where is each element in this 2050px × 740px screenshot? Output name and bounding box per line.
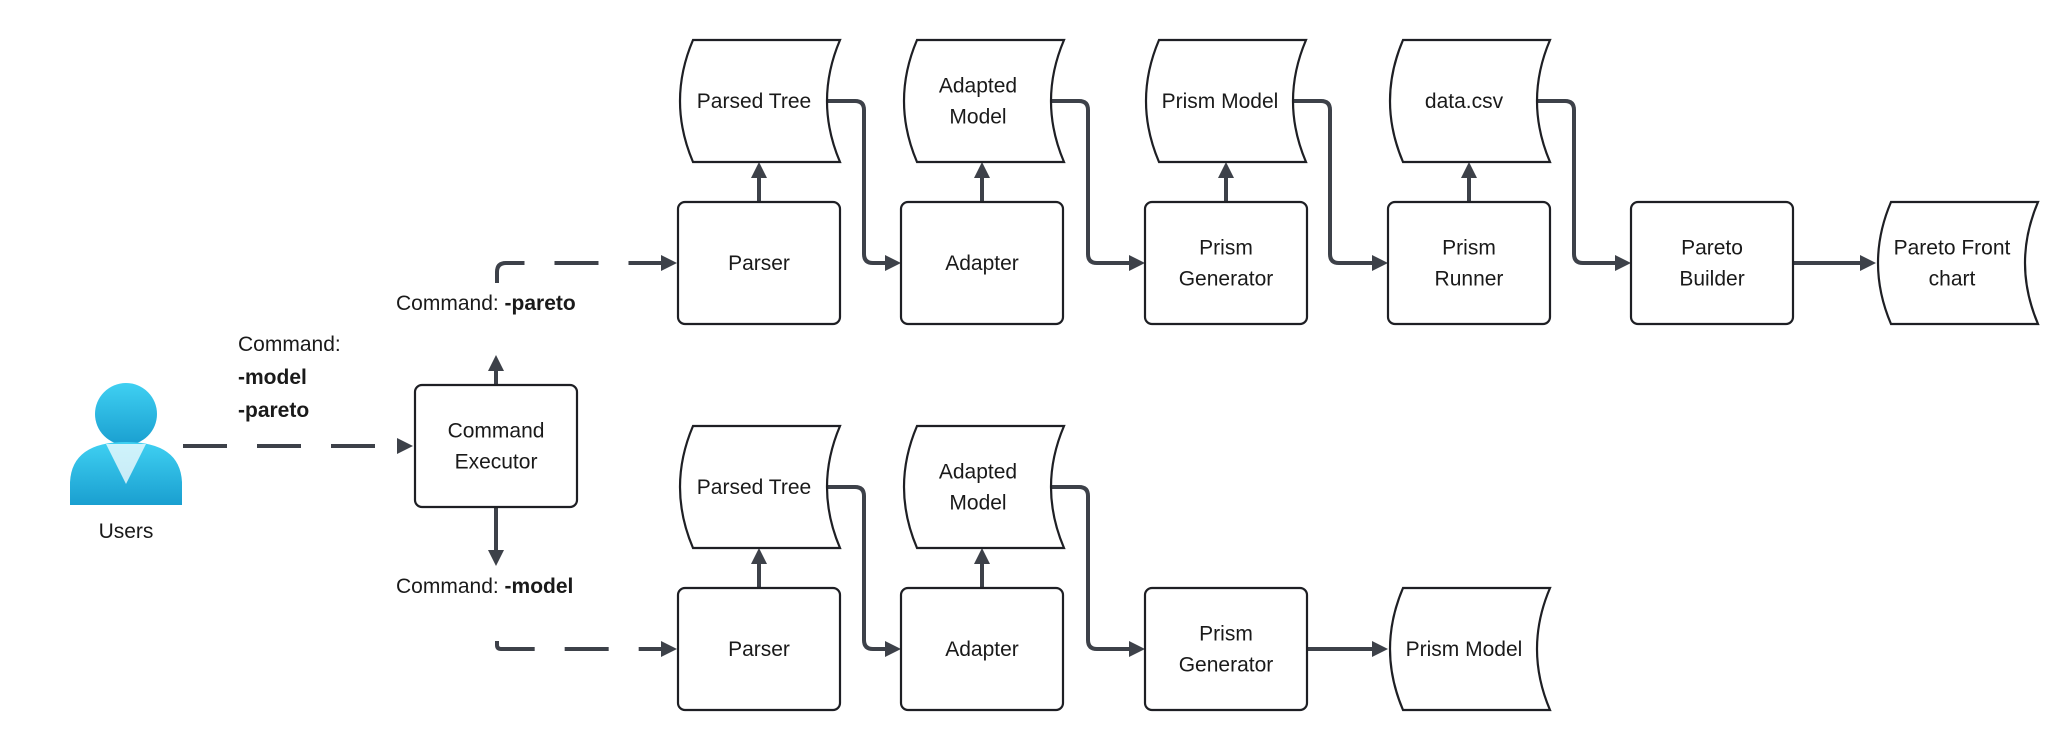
model-artifact-0 xyxy=(678,424,842,550)
command-input-label: Command: xyxy=(238,333,341,356)
pareto-artifact-2-label: Prism Model xyxy=(1162,90,1279,113)
pareto-consume-edge-2 xyxy=(1292,99,1376,265)
user-to-executor-edge-arrowhead xyxy=(397,438,413,454)
model-process-box-2 xyxy=(1143,586,1309,712)
model-process-box-0-label: Parser xyxy=(728,638,790,661)
command-pareto-prefix: Command: xyxy=(396,292,505,315)
pareto-output-chart-label: Pareto Front xyxy=(1894,237,2011,260)
model-branch-edge-arrowhead xyxy=(661,641,677,657)
model-output-prism-model-label: Prism Model xyxy=(1406,638,1523,661)
command-option: -pareto xyxy=(238,399,309,422)
pareto-artifact-3-label: data.csv xyxy=(1425,90,1504,113)
model-process-box-0 xyxy=(676,586,842,712)
pareto-process-box-1-label: Adapter xyxy=(945,252,1019,275)
pareto-consume-edge-3-arrowhead xyxy=(1615,255,1631,271)
command-pareto-flag: -pareto xyxy=(505,292,576,315)
edges xyxy=(183,99,1876,657)
pareto-produce-edge-2-arrowhead xyxy=(1218,162,1234,178)
model-consume-edge-1-arrowhead xyxy=(1129,641,1145,657)
pareto-process-box-1 xyxy=(899,200,1065,326)
pareto-process-box-0-label: Parser xyxy=(728,252,790,275)
nodes xyxy=(70,38,2040,712)
user-head xyxy=(95,383,157,445)
pareto-process-box-2-label: Generator xyxy=(1179,268,1274,291)
model-artifact-1-label: Adapted xyxy=(939,461,1017,484)
pareto-artifact-1-label: Model xyxy=(949,106,1006,129)
pareto-process-box-3-label: Prism xyxy=(1442,237,1496,260)
model-process-box-2-label: Generator xyxy=(1179,654,1274,677)
pareto-output-edge-arrowhead xyxy=(1860,255,1876,271)
model-artifact-0-label: Parsed Tree xyxy=(697,476,811,499)
pareto-process-box-3-label: Runner xyxy=(1435,268,1504,291)
model-consume-edge-0-arrowhead xyxy=(885,641,901,657)
pareto-process-box-4-label: Pareto xyxy=(1681,237,1743,260)
pareto-consume-edge-1 xyxy=(1050,99,1133,265)
pareto-produce-edge-1-arrowhead xyxy=(974,162,990,178)
command-model-label: Command: -model xyxy=(396,575,573,598)
model-branch-edge xyxy=(495,641,663,651)
executor-up-edge-arrowhead xyxy=(488,355,504,371)
command-model-prefix: Command: xyxy=(396,575,505,598)
pareto-process-box-2 xyxy=(1143,200,1309,326)
command-executor-box-label: Executor xyxy=(455,451,538,474)
pareto-process-box-3 xyxy=(1386,200,1552,326)
command-option: -model xyxy=(238,366,307,389)
labels: UsersCommand:-model-paretoCommandExecuto… xyxy=(99,75,2011,677)
pareto-consume-edge-0-arrowhead xyxy=(885,255,901,271)
pareto-consume-edge-1-arrowhead xyxy=(1129,255,1145,271)
pareto-artifact-0-label: Parsed Tree xyxy=(697,90,811,113)
model-artifact-1 xyxy=(902,424,1066,550)
pareto-artifact-3 xyxy=(1388,38,1552,164)
pareto-output-chart-label: chart xyxy=(1929,268,1976,291)
user-icon xyxy=(70,383,182,505)
pareto-artifact-0 xyxy=(678,38,842,164)
model-artifact-1-label: Model xyxy=(949,492,1006,515)
model-output-edge-arrowhead xyxy=(1372,641,1388,657)
model-process-box-1-label: Adapter xyxy=(945,638,1019,661)
pareto-consume-edge-2-arrowhead xyxy=(1372,255,1388,271)
model-output-prism-model xyxy=(1388,586,1552,712)
pareto-consume-edge-3 xyxy=(1536,99,1619,265)
model-produce-edge-1-arrowhead xyxy=(974,548,990,564)
pareto-produce-edge-3-arrowhead xyxy=(1461,162,1477,178)
executor-down-edge-arrowhead xyxy=(488,550,504,566)
pareto-branch-edge xyxy=(495,261,663,283)
pareto-branch-edge-arrowhead xyxy=(661,255,677,271)
pareto-process-box-4-label: Builder xyxy=(1679,268,1744,291)
pareto-output-chart xyxy=(1876,200,2040,326)
command-pareto-label: Command: -pareto xyxy=(396,292,576,315)
pareto-artifact-1 xyxy=(902,38,1066,164)
command-executor-box-label: Command xyxy=(448,420,545,443)
pareto-artifact-2 xyxy=(1144,38,1308,164)
user-collar xyxy=(106,444,146,484)
pareto-artifact-1-label: Adapted xyxy=(939,75,1017,98)
model-produce-edge-0-arrowhead xyxy=(751,548,767,564)
model-consume-edge-1 xyxy=(1050,485,1133,651)
command-executor-box xyxy=(413,383,579,509)
pareto-consume-edge-0 xyxy=(826,99,889,265)
pareto-process-box-4 xyxy=(1629,200,1795,326)
model-process-box-2-label: Prism xyxy=(1199,623,1253,646)
pareto-process-box-2-label: Prism xyxy=(1199,237,1253,260)
model-process-box-1 xyxy=(899,586,1065,712)
model-consume-edge-0 xyxy=(826,485,889,651)
command-model-flag: -model xyxy=(505,575,574,598)
users-label: Users xyxy=(99,520,154,543)
pareto-process-box-0 xyxy=(676,200,842,326)
pareto-produce-edge-0-arrowhead xyxy=(751,162,767,178)
